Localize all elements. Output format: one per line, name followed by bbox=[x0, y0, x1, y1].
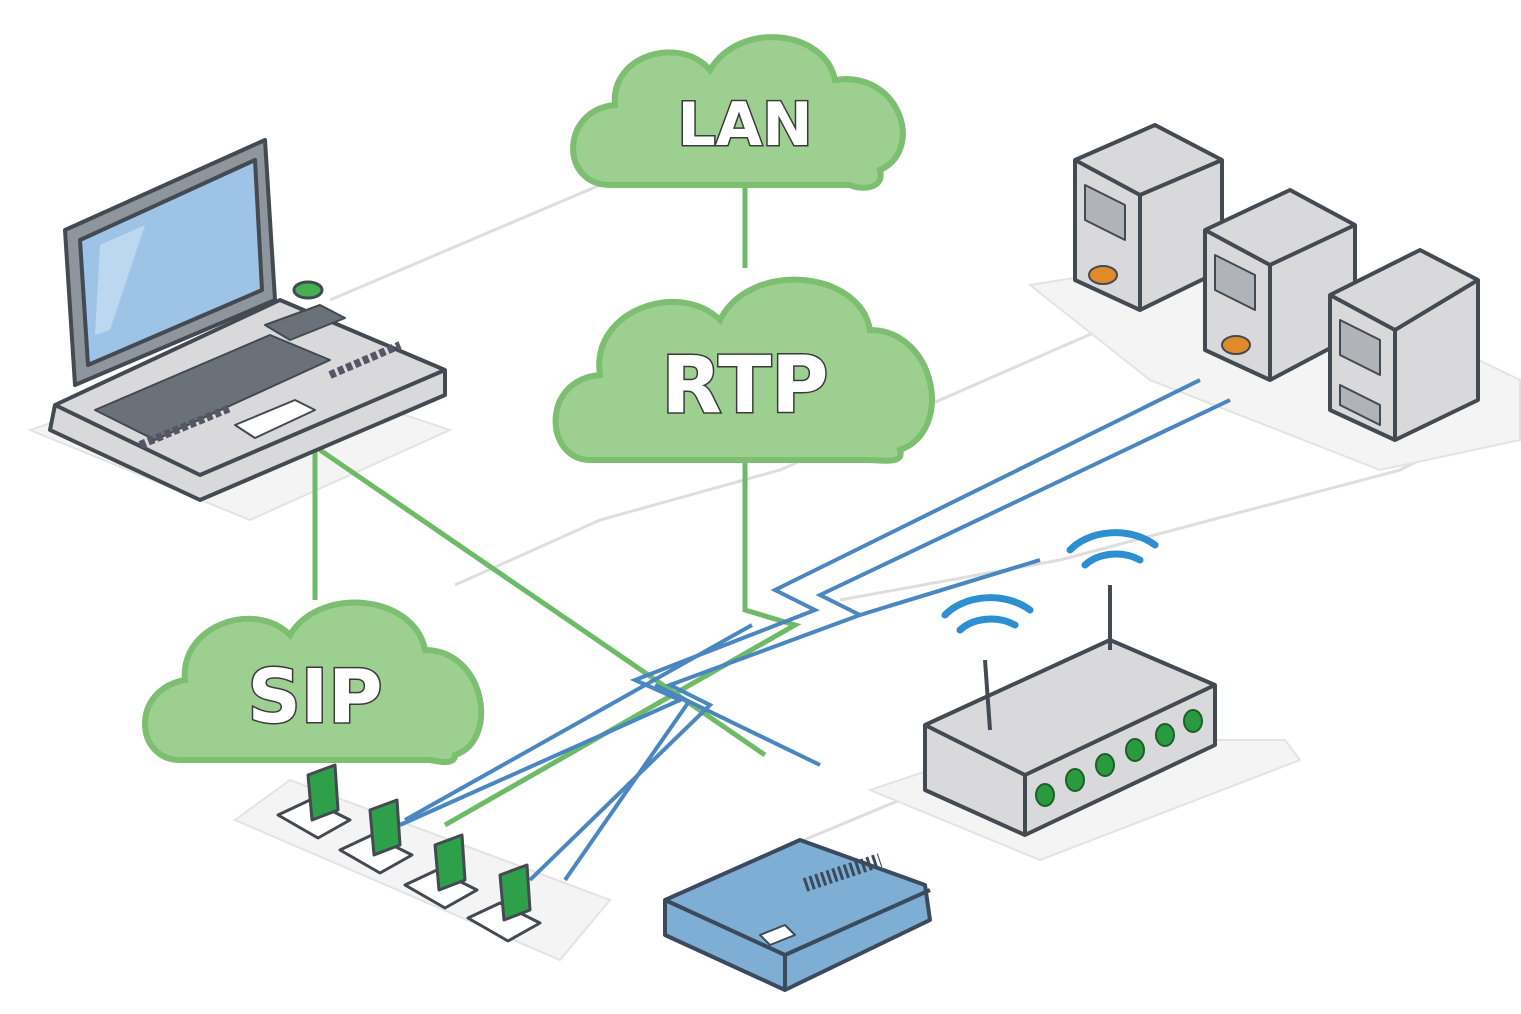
ip-phone-icon bbox=[276, 763, 352, 840]
server-icon bbox=[1328, 248, 1480, 442]
blue-links bbox=[399, 378, 1231, 882]
ip-phone-icon bbox=[403, 833, 479, 910]
server-icon bbox=[1203, 188, 1357, 382]
background-links bbox=[329, 183, 1461, 852]
rtp-cloud: RTP bbox=[552, 276, 935, 464]
sip-label: SIP bbox=[247, 654, 382, 740]
laptop-icon bbox=[48, 138, 447, 502]
server-icon bbox=[1073, 123, 1224, 312]
lan-label: LAN bbox=[678, 90, 813, 160]
sip-cloud: SIP bbox=[142, 599, 485, 765]
ip-phone-icon bbox=[338, 798, 414, 875]
lan-cloud: LAN bbox=[570, 34, 906, 191]
modem-icon bbox=[663, 838, 932, 992]
router-icon bbox=[923, 585, 1217, 837]
rtp-label: RTP bbox=[662, 341, 829, 431]
wifi-icon bbox=[941, 529, 1159, 634]
ip-phone-icon bbox=[466, 863, 542, 943]
